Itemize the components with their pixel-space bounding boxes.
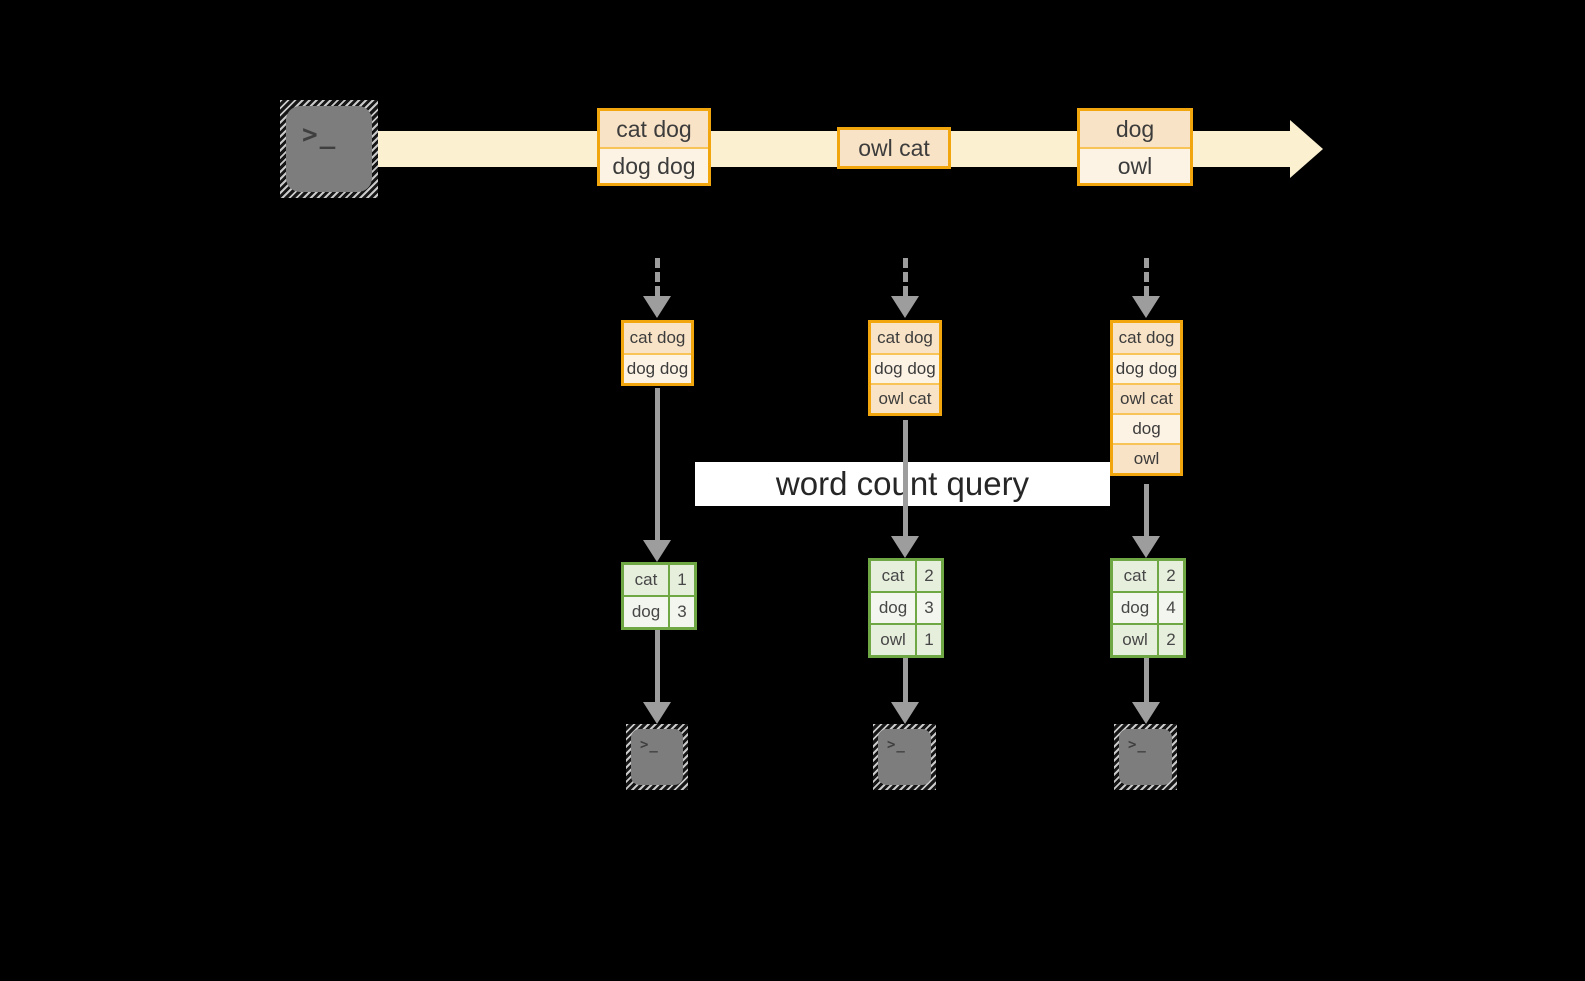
arrowhead-icon: [643, 702, 671, 724]
batch-row: dog dog: [600, 147, 708, 183]
count-table-3: cat 2 dog 4 owl 2: [1110, 558, 1186, 658]
batch-row: cat dog: [600, 111, 708, 147]
count-value-cell: 3: [670, 597, 694, 627]
terminal-icon-sink-3: >_: [1114, 724, 1177, 790]
input-row: dog: [1113, 413, 1180, 443]
count-table-1: cat 1 dog 3: [621, 562, 697, 630]
dashed-ingest-arrow-2: [891, 258, 919, 318]
terminal-prompt-glyph: >_: [640, 737, 659, 753]
count-table-2: cat 2 dog 3 owl 1: [868, 558, 944, 658]
stream-arrowhead-icon: [1290, 120, 1323, 178]
input-row: dog dog: [1113, 353, 1180, 383]
stream-batch-3: dog owl: [1077, 108, 1193, 186]
input-table-3: cat dog dog dog owl cat dog owl: [1110, 320, 1183, 476]
arrowhead-icon: [1132, 536, 1160, 558]
terminal-prompt-glyph: >_: [302, 120, 338, 150]
terminal-icon-sink-1: >_: [626, 724, 688, 790]
input-row: cat dog: [624, 323, 691, 353]
terminal-window: >_: [631, 729, 683, 785]
input-table-2: cat dog dog dog owl cat: [868, 320, 942, 416]
stream-batch-2: owl cat: [837, 127, 951, 169]
count-word-cell: dog: [624, 597, 668, 627]
count-word-cell: cat: [871, 561, 915, 591]
input-row: owl cat: [871, 383, 939, 413]
count-word-cell: dog: [871, 593, 915, 623]
arrowhead-icon: [643, 296, 671, 318]
batch-row: owl: [1080, 147, 1190, 183]
output-arrow-3: [1132, 658, 1160, 724]
count-value-cell: 2: [917, 561, 941, 591]
count-word-cell: cat: [1113, 561, 1157, 591]
output-arrow-1: [643, 630, 671, 724]
count-value-cell: 1: [917, 625, 941, 655]
arrowhead-icon: [643, 540, 671, 562]
query-arrow-1: [643, 388, 671, 562]
query-label-text: word count query: [775, 465, 1030, 502]
query-arrow-2: [891, 420, 919, 558]
output-arrow-2: [891, 658, 919, 724]
arrowhead-icon: [1132, 296, 1160, 318]
terminal-icon-source: >_: [280, 100, 378, 198]
query-arrow-3: [1132, 484, 1160, 558]
count-value-cell: 1: [670, 565, 694, 595]
input-row: owl: [1113, 443, 1180, 473]
input-row: owl cat: [1113, 383, 1180, 413]
count-value-cell: 4: [1159, 593, 1183, 623]
terminal-prompt-glyph: >_: [1128, 737, 1147, 753]
terminal-window: >_: [286, 106, 372, 192]
arrowhead-icon: [891, 296, 919, 318]
count-word-cell: cat: [624, 565, 668, 595]
terminal-window: >_: [878, 729, 931, 785]
terminal-window: >_: [1119, 729, 1172, 785]
input-row: cat dog: [871, 323, 939, 353]
arrowhead-icon: [891, 536, 919, 558]
input-row: dog dog: [624, 353, 691, 383]
arrowhead-icon: [891, 702, 919, 724]
count-word-cell: owl: [1113, 625, 1157, 655]
dashed-ingest-arrow-3: [1132, 258, 1160, 318]
arrowhead-icon: [1132, 702, 1160, 724]
batch-row: owl cat: [840, 130, 948, 166]
count-value-cell: 2: [1159, 561, 1183, 591]
input-row: cat dog: [1113, 323, 1180, 353]
count-word-cell: dog: [1113, 593, 1157, 623]
input-row: dog dog: [871, 353, 939, 383]
terminal-prompt-glyph: >_: [887, 737, 906, 753]
count-value-cell: 3: [917, 593, 941, 623]
stream-batch-1: cat dog dog dog: [597, 108, 711, 186]
batch-row: dog: [1080, 111, 1190, 147]
count-value-cell: 2: [1159, 625, 1183, 655]
dashed-ingest-arrow-1: [643, 258, 671, 318]
input-table-1: cat dog dog dog: [621, 320, 694, 386]
count-word-cell: owl: [871, 625, 915, 655]
terminal-icon-sink-2: >_: [873, 724, 936, 790]
